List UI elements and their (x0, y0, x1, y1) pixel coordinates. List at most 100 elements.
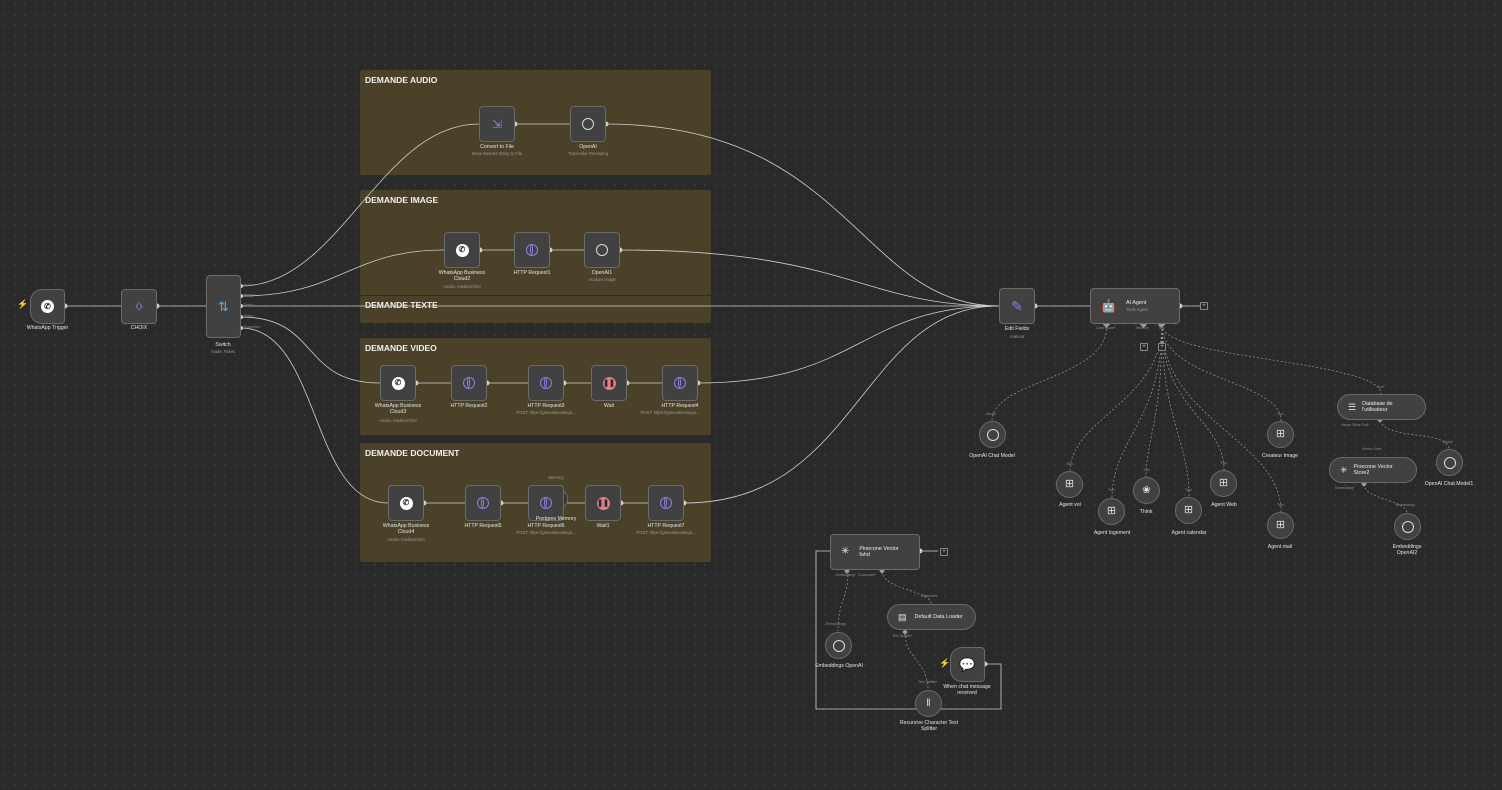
node-label: OpenAI Chat Model (969, 453, 1015, 459)
embeddings-openai2-node[interactable] (1394, 513, 1421, 540)
sitemap-icon: ⊞ (1275, 428, 1286, 440)
whatsapp-business-cloud4-node[interactable]: ✆ (388, 485, 424, 521)
port-label: Tool (1108, 488, 1115, 492)
agent-mail-node[interactable]: ⊞ (1267, 512, 1294, 539)
openai-icon (1401, 520, 1414, 533)
http-request1-node[interactable] (514, 232, 550, 268)
node-label: OpenAI1 (591, 270, 613, 276)
port-label: Embedding* (1335, 486, 1355, 490)
globe-icon (660, 497, 672, 509)
ai-agent-add-output-button[interactable]: + (1200, 302, 1208, 310)
chat-trigger-bolt-icon: ⚡ (939, 658, 951, 668)
edit-fields-node[interactable]: ✎ (999, 288, 1035, 324)
whatsapp-icon: ✆ (41, 300, 54, 313)
port-label: Tool (1377, 385, 1384, 389)
port-label: Document (921, 594, 938, 598)
pinecone-add-output-button[interactable]: + (940, 548, 948, 556)
openai-icon (582, 118, 594, 130)
openai-transcribe-node[interactable] (570, 106, 606, 142)
recursive-text-splitter-node[interactable]: ‖ (915, 690, 942, 717)
http-request2-node[interactable] (451, 365, 487, 401)
pinecone-vector-store2-node[interactable]: ✳ Pinecone Vector Store2 (1329, 457, 1417, 483)
node-subtitle: POST: https://generativelangu... (516, 530, 576, 535)
node-label: When chat message received (943, 684, 991, 696)
http-request3-node[interactable] (528, 365, 564, 401)
sticky-title: DEMANDE TEXTE (365, 300, 438, 310)
wait-node[interactable]: ❚❚ (591, 365, 627, 401)
switch-output-audio: Audio (244, 283, 254, 287)
switch-output-texte: Texte (244, 303, 253, 307)
agent-vol-node[interactable]: ⊞ (1056, 471, 1083, 498)
database-title: Database de l'utilisateur (1362, 400, 1393, 413)
port-label: Model (986, 412, 996, 416)
node-subtitle: POST: https://generativelangu... (636, 530, 696, 535)
sitemap-icon: ⊞ (1106, 505, 1117, 517)
agent-logement-node[interactable]: ⊞ (1098, 498, 1125, 525)
choix-node[interactable]: ⧼⧽ (121, 289, 157, 324)
agent-web-node[interactable]: ⊞ (1210, 470, 1237, 497)
default-data-loader-node[interactable]: ▤ Default Data Loader (887, 604, 976, 630)
database-utilisateur-node[interactable]: ☰ Database de l'utilisateur (1337, 394, 1426, 420)
whatsapp-business-cloud3-node[interactable]: ✆ (380, 365, 416, 401)
convert-to-file-node[interactable]: ⇲ (479, 106, 515, 142)
node-subtitle: Move Base64 String to File (471, 151, 523, 156)
wait1-node[interactable]: ❚❚ (585, 485, 621, 521)
node-label: Agent Web (1211, 502, 1237, 508)
http-request6-node[interactable] (528, 485, 564, 521)
node-label: WhatsApp Trigger (26, 325, 69, 331)
switch-node[interactable]: ⇅ (206, 275, 241, 338)
node-subtitle: media: mediaUrlGet (387, 537, 425, 542)
node-label: Agent mail (1267, 544, 1293, 550)
when-chat-message-node[interactable]: 💬 (950, 647, 985, 682)
port-label: Vector Store Tool* (1341, 423, 1370, 427)
openai-icon (832, 639, 845, 652)
sticky-title: DEMANDE DOCUMENT (365, 448, 460, 458)
sticky-demande-audio[interactable]: DEMANDE AUDIO (360, 70, 711, 175)
pinecone-vector-fahd-node[interactable]: ✳ Pinecone Vector fahd (830, 534, 920, 570)
trigger-bolt-icon: ⚡ (17, 299, 29, 309)
think-node[interactable]: ❀ (1133, 477, 1160, 504)
createur-image-node[interactable]: ⊞ (1267, 421, 1294, 448)
port-label: Model (1443, 440, 1453, 444)
node-label: Agent calendar (1171, 530, 1207, 536)
sitemap-icon: ⊞ (1218, 477, 1229, 489)
agent-calendar-node[interactable]: ⊞ (1175, 497, 1202, 524)
embeddings-openai-node[interactable] (825, 632, 852, 659)
openai-icon (986, 428, 999, 441)
node-subtitle: POST: https://generativelangu... (640, 410, 700, 415)
add-memory-button[interactable]: + (1140, 343, 1148, 351)
node-label: Edit Fields (1004, 326, 1030, 332)
whatsapp-business-cloud2-node[interactable]: ✆ (444, 232, 480, 268)
whatsapp-icon: ✆ (399, 496, 413, 510)
sticky-title: DEMANDE IMAGE (365, 195, 439, 205)
node-subtitle: Analyze image (588, 277, 616, 282)
node-label: OpenAI (579, 144, 597, 150)
http-request4-node[interactable] (662, 365, 698, 401)
globe-icon (477, 497, 489, 509)
http-request5-node[interactable] (465, 485, 501, 521)
chat-bubble-icon: 💬 (959, 657, 976, 672)
database-icon: ☰ (1348, 401, 1357, 412)
switch-output-video: Video (244, 314, 254, 318)
node-label: Agent vol (1059, 502, 1081, 508)
sticky-title: DEMANDE AUDIO (365, 75, 438, 85)
node-label: HTTP Request3 (527, 403, 565, 409)
openai-chat-model1-node[interactable] (1436, 449, 1463, 476)
port-embedding: Embedding* (836, 573, 856, 577)
sticky-demande-texte[interactable]: DEMANDE TEXTE (360, 296, 711, 323)
add-tool-button[interactable]: + (1158, 343, 1166, 351)
openai1-analyze-node[interactable] (584, 232, 620, 268)
node-label: CHOIX (130, 325, 148, 331)
node-label: HTTP Request5 (464, 523, 502, 529)
openai-chat-model-node[interactable] (979, 421, 1006, 448)
node-label: Createur Image (1261, 453, 1299, 459)
pencil-icon: ✎ (1011, 298, 1023, 314)
http-request7-node[interactable] (648, 485, 684, 521)
node-label: Wait1 (596, 523, 610, 529)
node-label: HTTP Request6 (527, 523, 565, 529)
whatsapp-trigger-node[interactable]: ✆ (30, 289, 65, 324)
pinecone-icon: ✳ (1340, 464, 1348, 475)
